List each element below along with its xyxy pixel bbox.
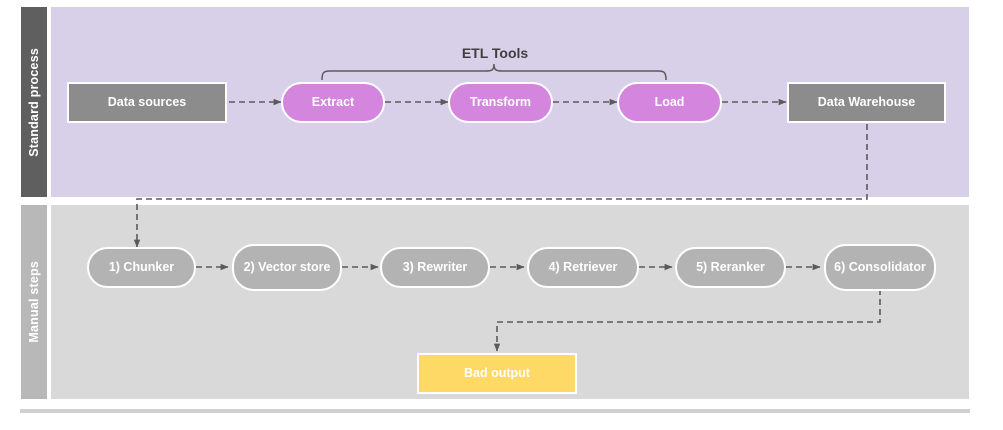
node-chunker-label: 1) Chunker	[108, 260, 175, 275]
node-transform-label: Transform	[469, 95, 532, 110]
node-consolidator-label: 6) Consolidator	[834, 260, 926, 275]
node-reranker-label: 5) Reranker	[696, 260, 765, 275]
node-consolidator[interactable]: 6) Consolidator	[824, 244, 936, 291]
node-rewriter-label: 3) Rewriter	[402, 260, 468, 275]
node-load[interactable]: Load	[617, 82, 722, 123]
node-vector-store[interactable]: 2) Vector store	[232, 244, 342, 291]
node-data-sources[interactable]: Data sources	[67, 82, 227, 123]
bottom-divider	[20, 409, 970, 413]
node-reranker[interactable]: 5) Reranker	[675, 247, 786, 288]
swimlane-label-standard-process: Standard process	[27, 47, 41, 157]
swimlane-band-manual-steps: Manual steps	[20, 204, 48, 400]
node-extract[interactable]: Extract	[281, 82, 385, 123]
node-data-sources-label: Data sources	[107, 95, 187, 110]
node-retriever-label: 4) Retriever	[548, 260, 618, 275]
node-data-warehouse[interactable]: Data Warehouse	[787, 82, 946, 123]
node-vector-store-label: 2) Vector store	[243, 260, 331, 275]
node-chunker[interactable]: 1) Chunker	[87, 247, 196, 288]
node-retriever[interactable]: 4) Retriever	[527, 247, 639, 288]
node-data-warehouse-label: Data Warehouse	[817, 95, 916, 110]
swimlane-label-manual-steps: Manual steps	[27, 261, 41, 343]
node-rewriter[interactable]: 3) Rewriter	[380, 247, 490, 288]
node-bad-output[interactable]: Bad output	[417, 353, 577, 394]
node-load-label: Load	[654, 95, 685, 110]
node-transform[interactable]: Transform	[448, 82, 553, 123]
etl-tools-label: ETL Tools	[461, 45, 529, 61]
node-extract-label: Extract	[311, 95, 355, 110]
swimlane-band-standard-process: Standard process	[20, 6, 48, 198]
node-bad-output-label: Bad output	[464, 366, 530, 381]
